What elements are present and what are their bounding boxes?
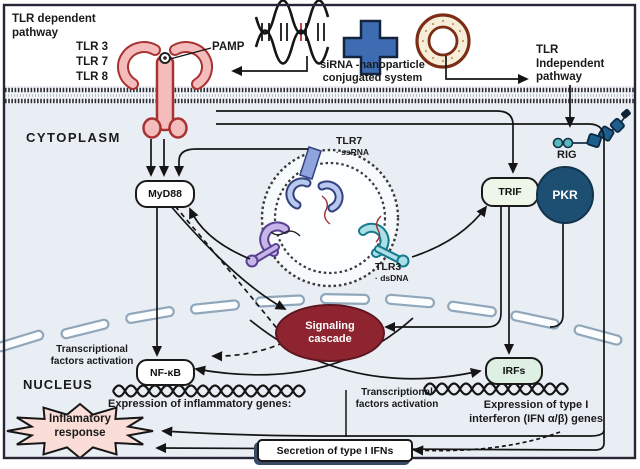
label-line: response bbox=[54, 426, 106, 439]
tlr-dependent-pathway-label: TLR dependent pathway bbox=[12, 13, 142, 40]
plus-icon bbox=[342, 19, 399, 76]
tlr7-receptor bbox=[285, 146, 344, 225]
ssrna-squiggle bbox=[321, 195, 331, 225]
dsdna-squiggle bbox=[375, 215, 382, 243]
label-line: TLR7 bbox=[336, 135, 363, 147]
label-line: TLR bbox=[536, 44, 559, 56]
tlr3-receptor bbox=[358, 215, 410, 268]
tlr8-label: TLR 8 bbox=[76, 71, 108, 83]
label-line: factors activation bbox=[50, 355, 134, 367]
nanoparticle-icon bbox=[415, 13, 471, 69]
label-line: siRNA -nanoparticle bbox=[320, 59, 425, 71]
pamp-label: PAMP bbox=[212, 41, 245, 53]
label-line: · ssRNA bbox=[336, 147, 370, 158]
label-line: conjugated system bbox=[322, 71, 423, 84]
cytoplasm-label: CYTOPLASM bbox=[26, 130, 121, 145]
transcriptional-factors-right-label: Transcriptional factors activation bbox=[341, 387, 453, 411]
sirna-system-label: siRNA -nanoparticle conjugated system bbox=[290, 59, 455, 85]
signaling-arrows bbox=[145, 47, 605, 456]
label-line: Transcriptional bbox=[361, 387, 433, 398]
myd88-node: MyD88 bbox=[135, 180, 195, 208]
dna-helix-icon bbox=[254, 0, 330, 65]
transcriptional-factors-left-label: Transcriptional factors activation bbox=[36, 344, 148, 368]
irfs-node: IRFs bbox=[485, 357, 543, 385]
label-line: interferon (IFN α/β) genes bbox=[469, 412, 603, 425]
tlr7-label: TLR 7 bbox=[76, 56, 108, 68]
expression-inflammatory-label: Expression of inflammatory genes: bbox=[108, 398, 292, 410]
signaling-cascade-node: Signaling cascade bbox=[275, 304, 385, 362]
expression-ifn-label: Expression of type I interferon (IFN α/β… bbox=[443, 399, 629, 427]
label-line: Signaling bbox=[305, 320, 355, 333]
tlr3-endosome-label: TLR3 · dsDNA bbox=[375, 261, 409, 283]
label-line: cascade bbox=[308, 333, 352, 345]
pkr-node: PKR bbox=[536, 166, 594, 224]
label-line: factors activation bbox=[355, 398, 439, 410]
trif-node: TRIF bbox=[481, 177, 539, 207]
label-line: TLR dependent bbox=[12, 13, 96, 25]
tlr-membrane-receptor bbox=[117, 41, 213, 139]
label-line: pathway bbox=[536, 71, 583, 84]
label-line: pathway bbox=[12, 26, 59, 39]
label-line: Inflamatory bbox=[49, 413, 111, 425]
rig-receptor bbox=[552, 108, 631, 149]
purple-receptor bbox=[245, 221, 301, 268]
nuclear-envelope bbox=[0, 293, 623, 353]
gene-dna-right bbox=[423, 382, 569, 396]
rig-label: RIG bbox=[557, 149, 577, 161]
label-line: Independent bbox=[536, 57, 605, 70]
label-line: Expression of type I bbox=[483, 399, 589, 411]
label-line: · dsDNA bbox=[375, 273, 409, 284]
inflammatory-response-label: Inflamatory response bbox=[28, 413, 132, 440]
secretion-box: Secretion of type I IFNs bbox=[257, 439, 413, 462]
tlr-independent-pathway-label: TLR Independent pathway bbox=[536, 44, 631, 85]
label-line: TLR3 bbox=[375, 261, 402, 273]
inflammatory-starburst bbox=[6, 402, 154, 460]
plasma-membrane bbox=[5, 87, 635, 104]
nucleus-label: NUCLEUS bbox=[23, 377, 93, 392]
label-line: Transcriptional bbox=[56, 344, 128, 355]
tlr7-endosome-label: TLR7 · ssRNA bbox=[336, 135, 369, 157]
nfkb-node: NF-κB bbox=[136, 359, 195, 386]
gene-dna-left bbox=[112, 384, 306, 398]
rna-squiggle bbox=[270, 230, 301, 237]
tlr3-label: TLR 3 bbox=[76, 41, 108, 53]
